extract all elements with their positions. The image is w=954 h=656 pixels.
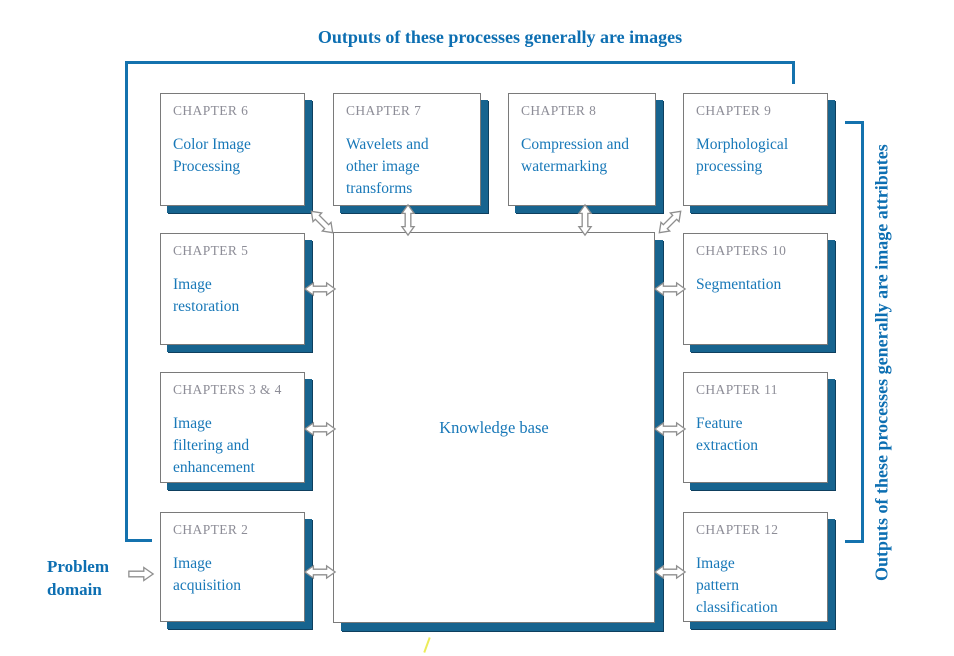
knowledge-base-box: Knowledge base	[333, 232, 655, 623]
chapter-7-box: CHAPTER 7 Wavelets and other image trans…	[333, 93, 481, 206]
double-arrow-diagonal-icon	[651, 203, 689, 241]
right-caption: Outputs of these processes generally are…	[871, 144, 892, 582]
chapter-9-title: Morphological processing	[696, 136, 789, 175]
stray-yellow-slash	[423, 637, 431, 653]
chapters-3-4-title: Image filtering and enhancement	[173, 415, 255, 476]
left-bracket-bottom-stub	[125, 539, 152, 542]
double-arrow-icon	[303, 419, 337, 439]
top-caption: Outputs of these processes generally are…	[317, 27, 683, 47]
right-bracket-vertical-line	[861, 121, 864, 543]
double-arrow-diagonal-icon	[303, 203, 341, 241]
top-bracket-horizontal-line	[125, 61, 795, 64]
chapter-5-heading: CHAPTER 5	[173, 243, 249, 258]
double-arrow-icon	[653, 562, 687, 582]
chapter-5-title: Image restoration	[173, 276, 240, 315]
chapter-11-box: CHAPTER 11 Feature extraction	[683, 372, 828, 483]
chapter-11-title: Feature extraction	[696, 415, 758, 454]
chapter-9-box: CHAPTER 9 Morphological processing	[683, 93, 828, 206]
chapter-6-heading: CHAPTER 6	[173, 103, 249, 118]
chapter-12-title: Image pattern classification	[696, 555, 778, 616]
chapter-8-heading: CHAPTER 8	[521, 103, 597, 118]
double-arrow-vertical-icon	[398, 203, 418, 237]
chapter-12-box: CHAPTER 12 Image pattern classification	[683, 512, 828, 622]
top-bracket-right-stub	[792, 61, 795, 84]
chapter-2-title: Image acquisition	[173, 555, 242, 594]
chapter-10-heading: CHAPTERS 10	[696, 243, 787, 258]
right-bracket-bottom-stub	[845, 540, 864, 543]
chapter-10-box: CHAPTERS 10 Segmentation	[683, 233, 828, 345]
chapter-12-heading: CHAPTER 12	[696, 522, 779, 537]
chapter-8-title: Compression and watermarking	[521, 136, 630, 175]
double-arrow-icon	[653, 419, 687, 439]
double-arrow-icon	[303, 279, 337, 299]
chapter-6-title: Color Image Processing	[173, 136, 251, 175]
chapter-2-heading: CHAPTER 2	[173, 522, 249, 537]
chapter-9-heading: CHAPTER 9	[696, 103, 772, 118]
chapter-10-title: Segmentation	[696, 276, 782, 293]
chapter-6-box: CHAPTER 6 Color Image Processing	[160, 93, 305, 206]
left-bracket-vertical-line	[125, 61, 128, 542]
chapters-3-4-heading: CHAPTERS 3 & 4	[173, 382, 282, 397]
chapters-3-4-box: CHAPTERS 3 & 4 Image filtering and enhan…	[160, 372, 305, 483]
problem-domain-label: Problem domain	[47, 557, 110, 599]
chapter-2-box: CHAPTER 2 Image acquisition	[160, 512, 305, 622]
double-arrow-icon	[303, 562, 337, 582]
right-arrow-icon	[127, 564, 155, 584]
chapter-7-title: Wavelets and other image transforms	[346, 136, 429, 197]
double-arrow-icon	[653, 279, 687, 299]
chapter-8-box: CHAPTER 8 Compression and watermarking	[508, 93, 656, 206]
chapter-7-heading: CHAPTER 7	[346, 103, 422, 118]
chapter-11-heading: CHAPTER 11	[696, 382, 778, 397]
double-arrow-vertical-icon	[575, 203, 595, 237]
knowledge-base-label: Knowledge base	[439, 417, 549, 437]
chapter-5-box: CHAPTER 5 Image restoration	[160, 233, 305, 345]
right-bracket-top-stub	[845, 121, 864, 124]
